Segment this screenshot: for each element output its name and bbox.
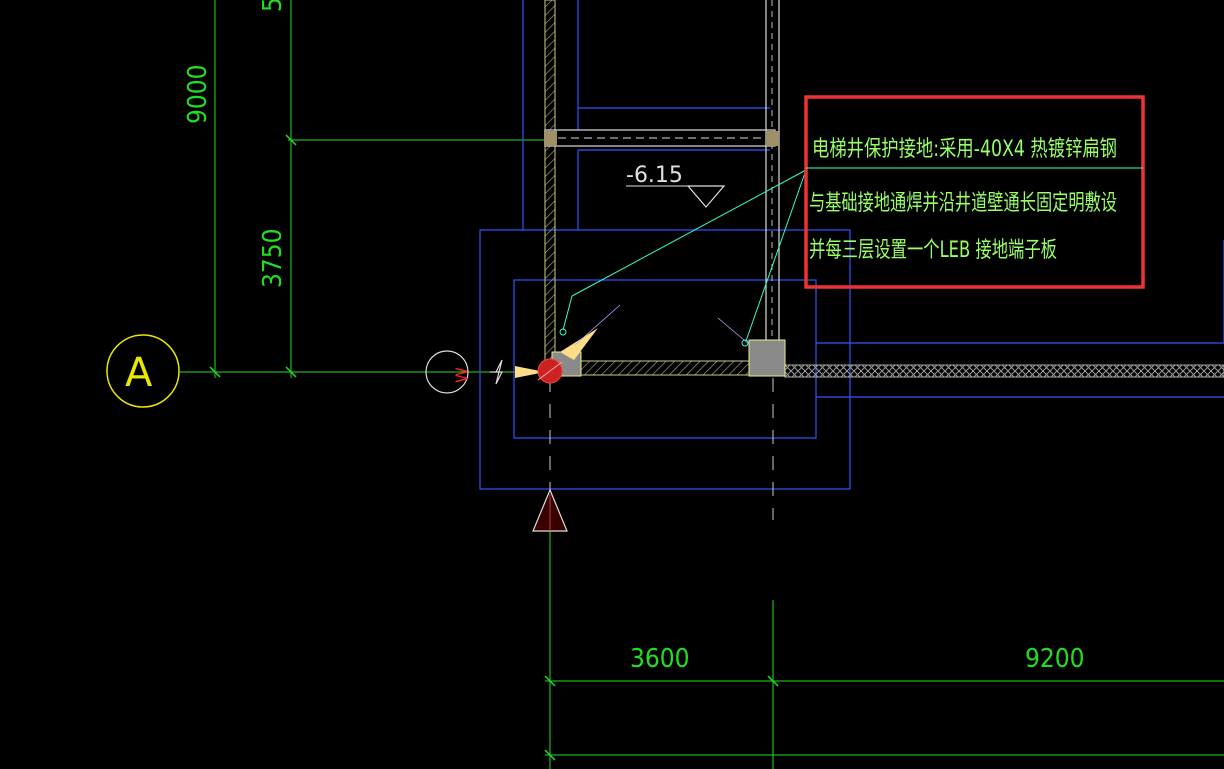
dim-3750: 3750 xyxy=(258,228,288,288)
dim-9200: 9200 xyxy=(1025,644,1085,674)
pit-outline xyxy=(479,0,1224,490)
dim-top-partial: 5 xyxy=(258,0,288,12)
grid-centerlines xyxy=(549,378,774,769)
elevation-value: -6.15 xyxy=(626,163,683,188)
elevation-mark: -6.15 xyxy=(626,163,726,208)
horizontal-dimension-chain: 3600 9200 xyxy=(544,644,1224,761)
section-marker xyxy=(532,488,568,532)
note-leaders xyxy=(559,169,807,347)
vertical-dimension-chain: 9000 3750 5 xyxy=(180,0,548,378)
dim-3600: 3600 xyxy=(630,644,690,674)
note-line-1: 电梯井保护接地:采用-40X4 热镀锌扁钢 xyxy=(812,137,1117,162)
dim-9000: 9000 xyxy=(183,64,213,124)
axis-label: A xyxy=(125,350,153,396)
grounding-label: W xyxy=(452,367,471,383)
axis-bubble-a[interactable]: A xyxy=(106,334,180,408)
grounding-note: 电梯井保护接地:采用-40X4 热镀锌扁钢 与基础接地通焊并沿井道壁通长固定明敷… xyxy=(809,137,1117,263)
highlight-box xyxy=(804,95,1145,289)
note-line-3: 并每三层设置一个LEB 接地端子板 xyxy=(809,238,1057,263)
shaft-walls xyxy=(544,0,1224,378)
note-line-2: 与基础接地通焊并沿井道壁通长固定明敷设 xyxy=(809,191,1117,216)
grounding-symbol[interactable]: W xyxy=(425,304,751,394)
